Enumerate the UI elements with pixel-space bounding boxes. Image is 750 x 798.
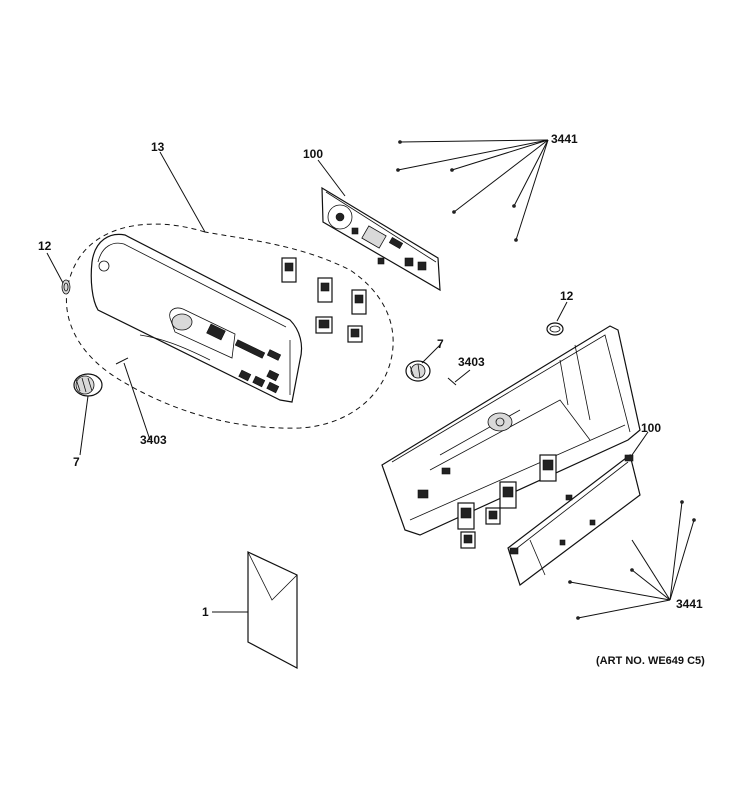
callout-7-left: 7 (73, 455, 80, 469)
screw-middle (447, 377, 457, 386)
group-outline-dashed (65, 223, 394, 429)
art-number: (ART NO. WE649 C5) (596, 655, 705, 667)
callout-3441-bottom: 3441 (676, 597, 703, 611)
leader-lines (46, 139, 695, 619)
knob-ring-left (61, 279, 71, 295)
control-board-rear (507, 453, 641, 586)
callout-100-top: 100 (303, 147, 323, 161)
callout-13: 13 (151, 140, 165, 154)
rear-console-housing (381, 325, 641, 536)
knob-middle (405, 360, 431, 382)
callout-3403-left: 3403 (140, 433, 167, 447)
callout-1: 1 (202, 605, 209, 619)
callout-12-right: 12 (560, 289, 574, 303)
screw-tips (396, 140, 696, 620)
callout-100-right: 100 (641, 421, 661, 435)
callout-7-middle: 7 (437, 337, 444, 351)
callout-12-left: 12 (38, 239, 52, 253)
callout-3441-top: 3441 (551, 132, 578, 146)
callout-labels: 13 100 3441 12 12 7 3403 3403 7 100 3441… (38, 132, 705, 667)
callout-3403-middle: 3403 (458, 355, 485, 369)
panel-buttons (281, 257, 367, 343)
control-board-top (321, 186, 441, 292)
owners-manual (247, 551, 298, 669)
knob-left (73, 373, 103, 397)
screw-left (115, 357, 129, 365)
front-control-panel (90, 233, 303, 403)
rear-buttons (457, 454, 557, 549)
knob-ring-right (546, 322, 564, 336)
